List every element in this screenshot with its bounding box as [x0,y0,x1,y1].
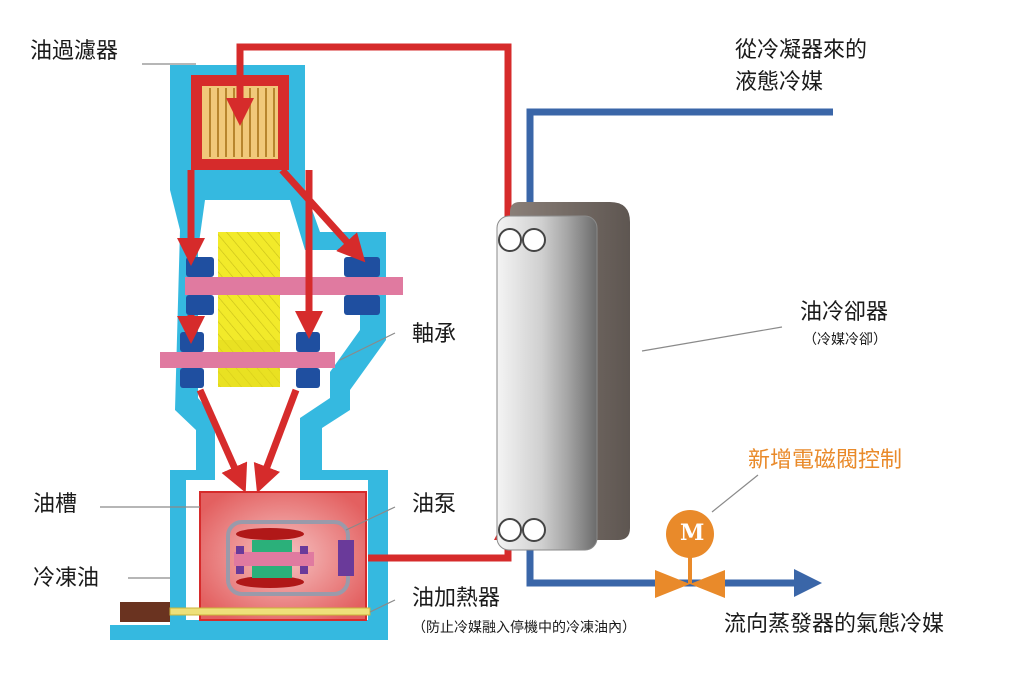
motor-letter: M [680,520,705,546]
oil-tank-label: 油槽 [33,492,78,517]
oil-filter-label: 油過濾器 [30,39,119,64]
oil-pump [226,520,354,596]
oil-cooler-note: （冷媒冷卻） [803,332,887,348]
oil-pump-label: 油泵 [412,492,457,517]
from-condenser-label-2: 液態冷媒 [735,70,824,95]
upper-shaft [185,277,403,295]
to-evaporator-label: 流向蒸發器的氣態冷媒 [724,612,945,637]
oil-cooler-label: 油冷卻器 [800,300,889,325]
lower-shaft [160,352,335,368]
refrigeration-oil-label: 冷凍油 [33,566,100,591]
solenoid-valve-label: 新增電磁閥控制 [748,448,903,473]
oil-cooler-heat-exchanger [496,202,630,551]
oil-heater-note: （防止冷媒融入停機中的冷凍油內） [412,620,636,636]
from-condenser-label-1: 從冷凝器來的 [735,38,868,63]
leader-lines [100,63,783,613]
oil-heater-label: 油加熱器 [412,586,501,611]
solenoid-valve [655,510,725,598]
bearing-label: 軸承 [412,322,457,347]
